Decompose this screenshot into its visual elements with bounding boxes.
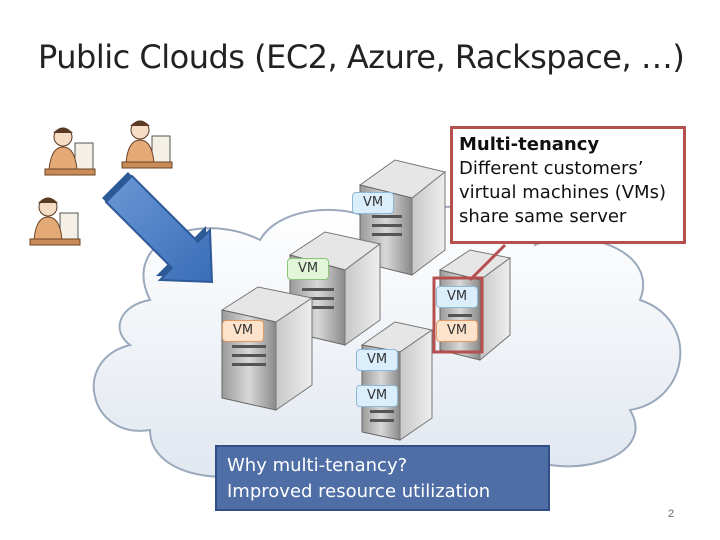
vm-badge: VM: [436, 320, 478, 342]
callout-heading: Multi-tenancy: [459, 134, 600, 155]
why-answer: Improved resource utilization: [227, 481, 491, 502]
slide-title: Public Clouds (EC2, Azure, Rackspace, …): [38, 38, 685, 76]
why-question: Why multi-tenancy?: [227, 455, 408, 476]
server-icon: [220, 286, 314, 411]
vm-badge: VM: [436, 286, 478, 308]
callout-connector: [468, 243, 507, 282]
access-arrow-icon: [102, 172, 214, 284]
vm-badge: VM: [356, 349, 398, 371]
vm-badge: VM: [352, 192, 394, 214]
why-multi-tenancy-box: Why multi-tenancy? Improved resource uti…: [215, 445, 550, 511]
multi-tenant-highlight: [432, 276, 484, 354]
vm-badge: VM: [222, 320, 264, 342]
vm-badge: VM: [287, 258, 329, 280]
callout-line: share same server: [459, 206, 627, 227]
multi-tenancy-callout: Multi-tenancy Different customers’ virtu…: [450, 126, 686, 244]
server-icon: [360, 321, 434, 441]
callout-line: virtual machines (VMs): [459, 182, 666, 203]
user-icon: [29, 197, 81, 246]
user-icon: [121, 120, 173, 169]
callout-line: Different customers’: [459, 158, 644, 179]
vm-badge: VM: [356, 385, 398, 407]
slide-number: 2: [668, 508, 675, 520]
user-icon: [44, 127, 96, 176]
